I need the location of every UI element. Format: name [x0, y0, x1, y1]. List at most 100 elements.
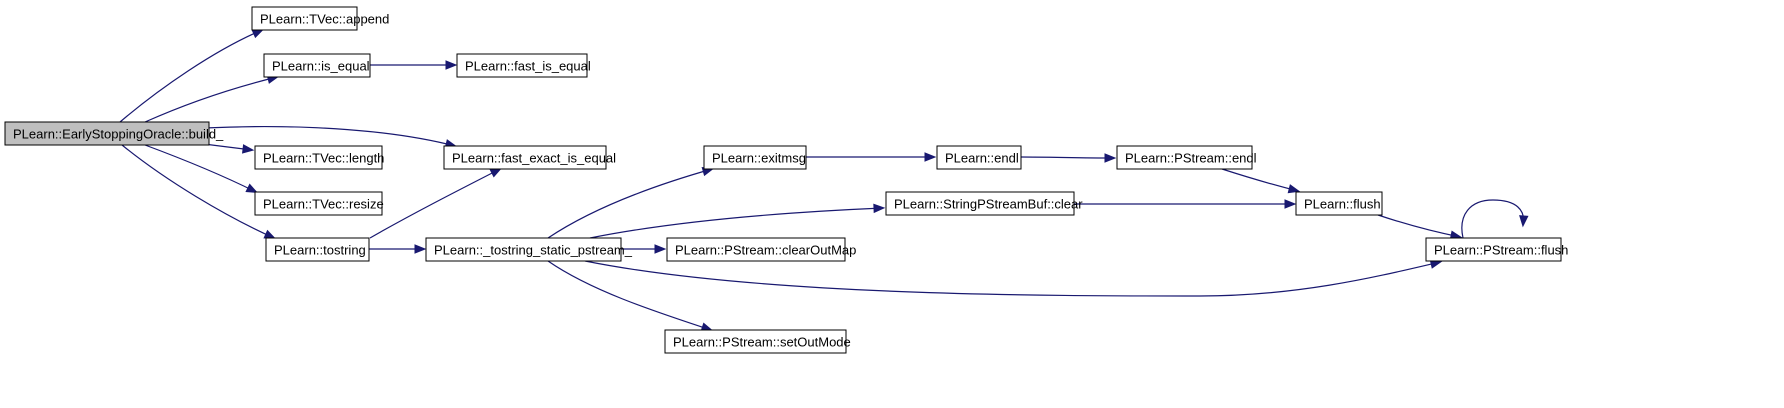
edge-build-to-fast_exact_is_equal: [203, 125, 458, 149]
node-tostring[interactable]: PLearn::tostring: [265, 237, 370, 262]
node-box: [425, 237, 622, 262]
edge-line: [203, 125, 456, 147]
edge-pstream_flush-to-pstream_flush: [1461, 199, 1529, 239]
node-label: PLearn::TVec::length: [263, 151, 384, 166]
edge-build-to-length: [203, 143, 255, 154]
edge-line: [121, 144, 275, 239]
node-setOutMode[interactable]: PLearn::PStream::setOutMode: [664, 329, 851, 354]
arrowhead: [1519, 215, 1529, 228]
edge-tostring_static-to-clearOutMap: [621, 244, 667, 254]
node-box: [664, 329, 847, 354]
node-box: [4, 121, 210, 146]
arrowhead: [245, 183, 259, 194]
node-is-equal[interactable]: PLearn::is_equal: [263, 53, 371, 78]
node-box: [456, 53, 588, 78]
edge-line: [369, 168, 501, 239]
node-label: PLearn::fast_is_equal: [465, 59, 591, 74]
edge-sps_clear-to-flush: [1074, 199, 1297, 209]
node-label: PLearn::flush: [1304, 197, 1381, 212]
node-sps-clear[interactable]: PLearn::StringPStreamBuf::clear: [885, 191, 1083, 216]
node-box: [703, 145, 807, 170]
edge-endl-to-pstream_endl: [1020, 153, 1117, 163]
node-label: PLearn::exitmsg: [712, 151, 806, 166]
edge-line: [144, 76, 278, 123]
edge-is_equal-to-fast_is_equal: [370, 60, 458, 70]
node-box: [265, 237, 370, 262]
edge-pstream_endl-to-flush: [1221, 168, 1301, 194]
node-fast-exact-is-equal[interactable]: PLearn::fast_exact_is_equal: [443, 145, 616, 170]
edge-line: [1221, 168, 1299, 192]
edge-tostring-to-tostring_static: [369, 244, 427, 254]
edge-line: [1020, 156, 1115, 159]
edge-line: [584, 260, 1441, 297]
edge-build-to-resize: [144, 144, 259, 194]
arrowhead: [873, 203, 886, 214]
node-label: PLearn::PStream::clearOutMap: [675, 243, 856, 258]
node-pstream-endl[interactable]: PLearn::PStream::endl: [1116, 145, 1257, 170]
node-fast-is-equal[interactable]: PLearn::fast_is_equal: [456, 53, 591, 78]
node-box: [443, 145, 607, 170]
node-box: [251, 6, 358, 31]
node-label: PLearn::PStream::endl: [1125, 151, 1257, 166]
arrowhead: [445, 60, 458, 70]
edge-tostring-to-fast_exact_is_equal: [369, 167, 503, 239]
node-box: [1425, 237, 1562, 262]
edge-tostring_static-to-setOutMode: [547, 260, 714, 332]
arrowhead: [1287, 184, 1301, 194]
edge-flush-to-pstream_flush: [1377, 214, 1463, 240]
node-label: PLearn::EarlyStoppingOracle::build_: [13, 127, 224, 142]
edge-line: [1461, 199, 1525, 239]
node-append[interactable]: PLearn::TVec::append: [251, 6, 389, 31]
edge-line: [547, 260, 712, 331]
arrowhead: [1104, 153, 1117, 163]
arrowhead: [489, 167, 503, 178]
arrowhead: [1284, 199, 1297, 209]
node-box: [1295, 191, 1383, 216]
arrowhead: [654, 244, 667, 254]
nodes-layer: PLearn::EarlyStoppingOracle::build_PLear…: [4, 6, 1568, 354]
node-box: [936, 145, 1022, 170]
edge-tostring_static-to-pstream_flush: [584, 259, 1443, 297]
node-label: PLearn::PStream::flush: [1434, 243, 1568, 258]
node-resize[interactable]: PLearn::TVec::resize: [254, 191, 384, 216]
node-label: PLearn::TVec::resize: [263, 197, 384, 212]
edge-line: [589, 207, 884, 239]
arrowhead: [263, 229, 277, 239]
node-box: [254, 191, 383, 216]
arrowhead: [251, 29, 265, 39]
arrowhead: [414, 244, 427, 254]
node-label: PLearn::TVec::append: [260, 12, 389, 27]
node-box: [1116, 145, 1253, 170]
edge-line: [119, 29, 263, 123]
node-endl[interactable]: PLearn::endl: [936, 145, 1022, 170]
node-clearOutMap[interactable]: PLearn::PStream::clearOutMap: [666, 237, 856, 262]
node-length[interactable]: PLearn::TVec::length: [254, 145, 384, 170]
node-flush[interactable]: PLearn::flush: [1295, 191, 1383, 216]
edge-tostring_static-to-exitmsg: [547, 167, 715, 239]
arrowhead: [242, 144, 255, 154]
node-pstream-flush[interactable]: PLearn::PStream::flush: [1425, 237, 1568, 262]
edge-line: [144, 144, 257, 193]
node-label: PLearn::endl: [945, 151, 1019, 166]
node-label: PLearn::_tostring_static_pstream_: [434, 243, 633, 258]
node-box: [263, 53, 371, 78]
node-label: PLearn::StringPStreamBuf::clear: [894, 197, 1083, 212]
node-box: [666, 237, 846, 262]
node-label: PLearn::tostring: [274, 243, 366, 258]
edge-tostring_static-to-sps_clear: [589, 203, 886, 239]
edge-line: [1377, 214, 1461, 238]
node-exitmsg[interactable]: PLearn::exitmsg: [703, 145, 807, 170]
node-label: PLearn::PStream::setOutMode: [673, 335, 851, 350]
node-box: [254, 145, 383, 170]
edge-build-to-is_equal: [144, 74, 280, 123]
edge-line: [547, 168, 713, 239]
node-label: PLearn::fast_exact_is_equal: [452, 151, 616, 166]
node-box: [885, 191, 1075, 216]
edge-exitmsg-to-endl: [806, 152, 937, 162]
edge-build-to-append: [119, 29, 265, 123]
arrowhead: [924, 152, 937, 162]
node-label: PLearn::is_equal: [272, 59, 370, 74]
node-build[interactable]: PLearn::EarlyStoppingOracle::build_: [4, 121, 224, 146]
node-tostring-static[interactable]: PLearn::_tostring_static_pstream_: [425, 237, 633, 262]
